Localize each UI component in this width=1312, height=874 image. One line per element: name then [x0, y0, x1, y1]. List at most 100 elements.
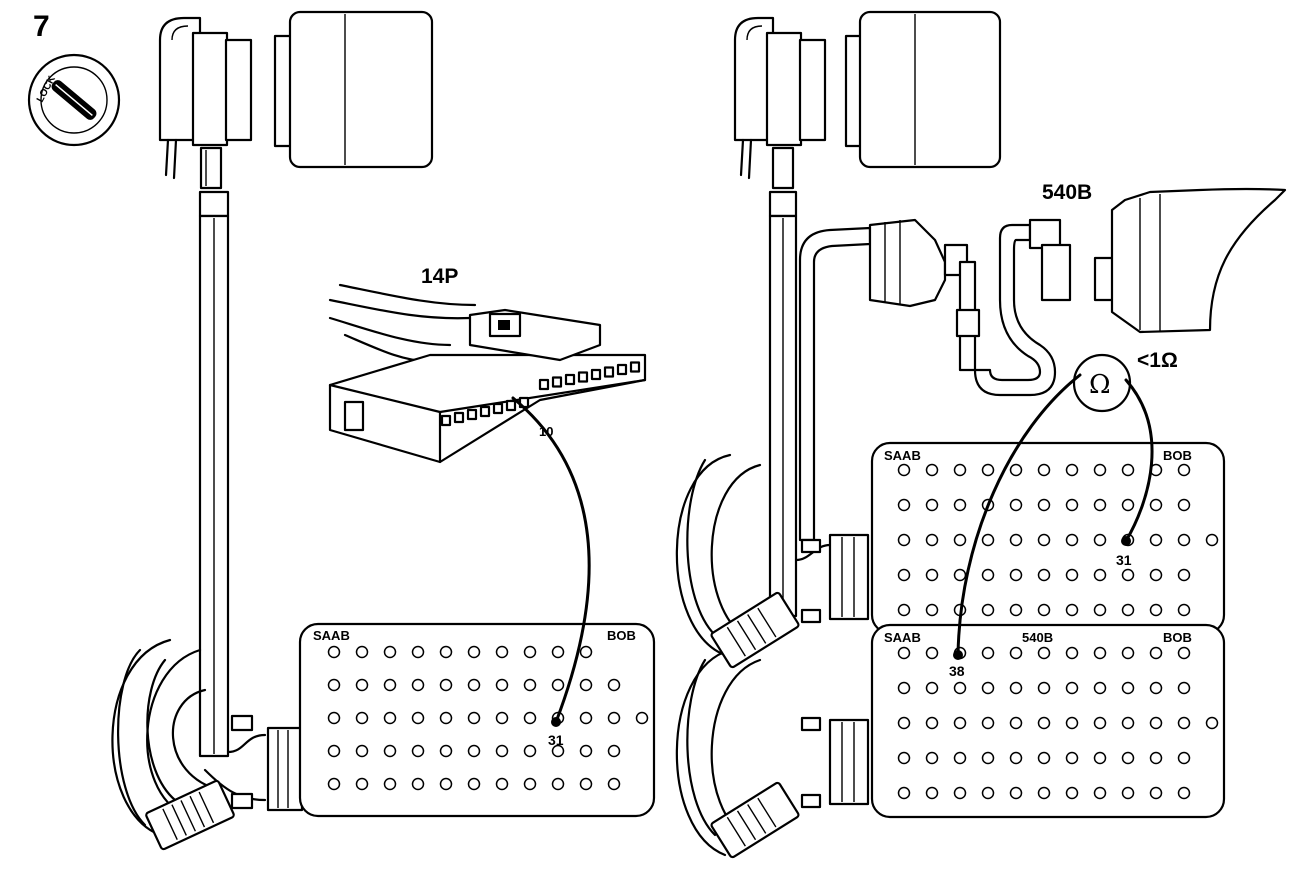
connector-terminal — [603, 366, 615, 378]
pin-hole — [327, 678, 341, 692]
pin-hole — [1177, 498, 1191, 512]
pin-hole — [1065, 716, 1079, 730]
pin-hole — [467, 645, 481, 659]
pin-hole — [1205, 716, 1219, 730]
pin-hole — [1177, 568, 1191, 582]
pin-hole — [981, 716, 995, 730]
pin-hole — [327, 645, 341, 659]
breakout-box-right-bottom-pins — [897, 646, 1219, 800]
pin-hole — [925, 786, 939, 800]
pin-hole — [327, 744, 341, 758]
box-plug-left — [230, 714, 304, 812]
pin-hole — [1037, 463, 1051, 477]
pin-hole — [327, 777, 341, 791]
pin-hole — [1121, 681, 1135, 695]
probe-tip-right-31 — [1121, 536, 1131, 546]
pin-hole — [925, 603, 939, 617]
pin-hole — [411, 711, 425, 725]
pin-hole — [897, 681, 911, 695]
pin-hole — [579, 777, 593, 791]
pin-hole — [635, 711, 649, 725]
pin-hole — [1149, 751, 1163, 765]
pin-hole — [1093, 716, 1107, 730]
pin-hole — [1009, 716, 1023, 730]
pin-hole — [551, 777, 565, 791]
test-lead-left — [511, 396, 591, 724]
pin-hole — [1093, 498, 1107, 512]
pin-hole — [1093, 603, 1107, 617]
box-left-brand: SAAB — [313, 628, 350, 643]
connector-terminal — [466, 408, 478, 421]
box-right-top-name: BOB — [1163, 448, 1192, 463]
pin-hole — [953, 463, 967, 477]
pin-hole — [439, 678, 453, 692]
breakout-box-left — [298, 622, 656, 818]
pin-hole — [579, 645, 593, 659]
pin-hole — [1093, 568, 1107, 582]
pin-hole — [1121, 498, 1135, 512]
pin-hole — [1037, 568, 1051, 582]
step-number: 7 — [33, 10, 50, 43]
pin-hole — [897, 498, 911, 512]
pin-hole — [1065, 463, 1079, 477]
pin-hole — [355, 711, 369, 725]
pin-hole — [1009, 568, 1023, 582]
connector-terminal — [577, 371, 589, 383]
pin-hole — [523, 645, 537, 659]
pin-hole — [1093, 533, 1107, 547]
pin-hole — [1149, 681, 1163, 695]
pin-hole — [953, 786, 967, 800]
pin-hole — [953, 568, 967, 582]
pin-hole — [1037, 498, 1051, 512]
cable-plug-right-bottom — [710, 781, 800, 859]
pin-hole — [897, 603, 911, 617]
pin-hole — [579, 744, 593, 758]
pin-hole — [467, 777, 481, 791]
breakout-box-right-bottom — [870, 623, 1226, 819]
box-left-pin-31-label: 31 — [548, 732, 564, 748]
breakout-box-left-pins — [327, 645, 649, 791]
pin-hole — [1037, 786, 1051, 800]
control-unit-right — [733, 10, 1002, 190]
pin-hole — [523, 777, 537, 791]
connector-540b-label: 540B — [1042, 181, 1092, 204]
pin-hole — [925, 681, 939, 695]
pin-hole — [953, 751, 967, 765]
box-right-bottom-name: BOB — [1163, 630, 1192, 645]
pin-hole — [439, 744, 453, 758]
pin-hole — [981, 751, 995, 765]
pin-hole — [981, 786, 995, 800]
pin-hole — [355, 777, 369, 791]
control-unit-left — [158, 10, 434, 190]
pin-hole — [1205, 533, 1219, 547]
pin-hole — [981, 463, 995, 477]
pin-hole — [383, 777, 397, 791]
breakout-box-right-top — [870, 441, 1226, 635]
pin-hole — [1177, 716, 1191, 730]
pin-hole — [981, 646, 995, 660]
pin-hole — [1065, 533, 1079, 547]
pin-hole — [1121, 786, 1135, 800]
pin-hole — [579, 678, 593, 692]
pin-hole — [1065, 603, 1079, 617]
pin-hole — [551, 645, 565, 659]
pin-hole — [1065, 786, 1079, 800]
pin-hole — [1121, 568, 1135, 582]
adapter-cable-left — [111, 190, 267, 837]
pin-hole — [1149, 716, 1163, 730]
probe-tip-left — [551, 717, 561, 727]
box-right-bottom-brand: SAAB — [884, 630, 921, 645]
pin-hole — [607, 777, 621, 791]
pin-hole — [1093, 751, 1107, 765]
pin-hole — [327, 711, 341, 725]
connector-terminal — [479, 405, 491, 418]
pin-hole — [1037, 603, 1051, 617]
pin-hole — [1121, 603, 1135, 617]
pin-hole — [411, 645, 425, 659]
pin-hole — [1093, 646, 1107, 660]
pin-hole — [1009, 603, 1023, 617]
pin-hole — [897, 463, 911, 477]
pin-hole — [1177, 681, 1191, 695]
pin-hole — [1065, 568, 1079, 582]
